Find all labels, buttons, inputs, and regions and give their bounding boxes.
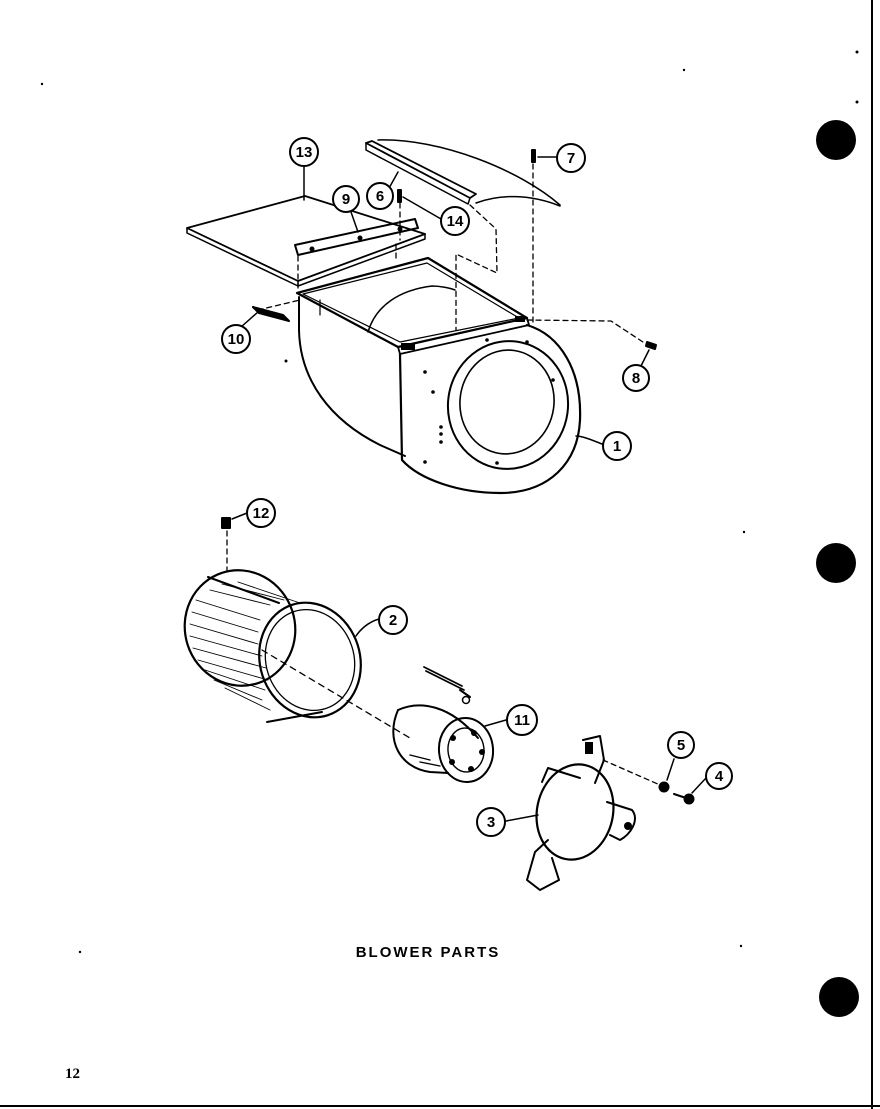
page-number: 12 <box>65 1066 80 1082</box>
svg-text:7: 7 <box>567 150 575 167</box>
part-1-blower-housing <box>295 256 582 495</box>
svg-text:4: 4 <box>715 768 724 785</box>
svg-text:1: 1 <box>613 438 621 455</box>
binder-hole-middle <box>816 543 856 583</box>
blade-hatching <box>189 581 301 711</box>
svg-text:14: 14 <box>447 213 464 230</box>
callout-7: 7 <box>556 143 586 173</box>
part-2-blower-wheel <box>183 569 362 723</box>
svg-text:8: 8 <box>632 370 640 387</box>
svg-text:2: 2 <box>389 612 397 629</box>
svg-text:13: 13 <box>296 144 313 161</box>
part-12-set-screw <box>221 517 231 529</box>
callout-11: 11 <box>506 704 538 736</box>
part-3-motor-mount <box>526 735 636 891</box>
part-7-screw <box>531 149 536 163</box>
callout-3: 3 <box>476 807 506 837</box>
svg-text:9: 9 <box>342 191 350 208</box>
svg-text:5: 5 <box>677 737 685 754</box>
svg-text:11: 11 <box>514 712 530 729</box>
svg-text:6: 6 <box>376 188 384 205</box>
callout-5: 5 <box>667 731 695 759</box>
svg-text:10: 10 <box>228 331 245 348</box>
callout-13: 13 <box>289 137 319 167</box>
part-8-screw <box>645 341 657 350</box>
callout-4: 4 <box>705 762 733 790</box>
callout-bubbles: 13 9 6 14 7 10 8 1 12 2 11 5 4 3 <box>221 137 733 837</box>
part-10-mounting-strip <box>252 306 290 322</box>
part-11-motor <box>392 666 495 783</box>
part-5-nut <box>658 781 670 793</box>
dashed-line-shaft <box>261 649 411 739</box>
callout-9: 9 <box>332 185 360 213</box>
svg-text:12: 12 <box>253 505 270 522</box>
callout-12: 12 <box>246 498 276 528</box>
diagram-caption: BLOWER PARTS <box>355 944 501 961</box>
callout-14: 14 <box>440 206 470 236</box>
dashed-line-mount <box>602 759 661 786</box>
callout-1: 1 <box>602 431 632 461</box>
part-6-cutoff-plate <box>365 139 561 207</box>
callout-2: 2 <box>378 605 408 635</box>
scan-specks <box>40 50 859 954</box>
callout-leaders <box>231 156 707 822</box>
binder-hole-bottom <box>819 977 859 1017</box>
callout-8: 8 <box>622 364 650 392</box>
part-14-screw <box>397 189 402 203</box>
part-4-screw <box>673 793 695 805</box>
assembly-dashed-lines-upper <box>257 163 647 345</box>
callout-6: 6 <box>366 182 394 210</box>
binder-hole-top <box>816 120 856 160</box>
svg-text:3: 3 <box>487 814 495 831</box>
callout-10: 10 <box>221 324 251 354</box>
